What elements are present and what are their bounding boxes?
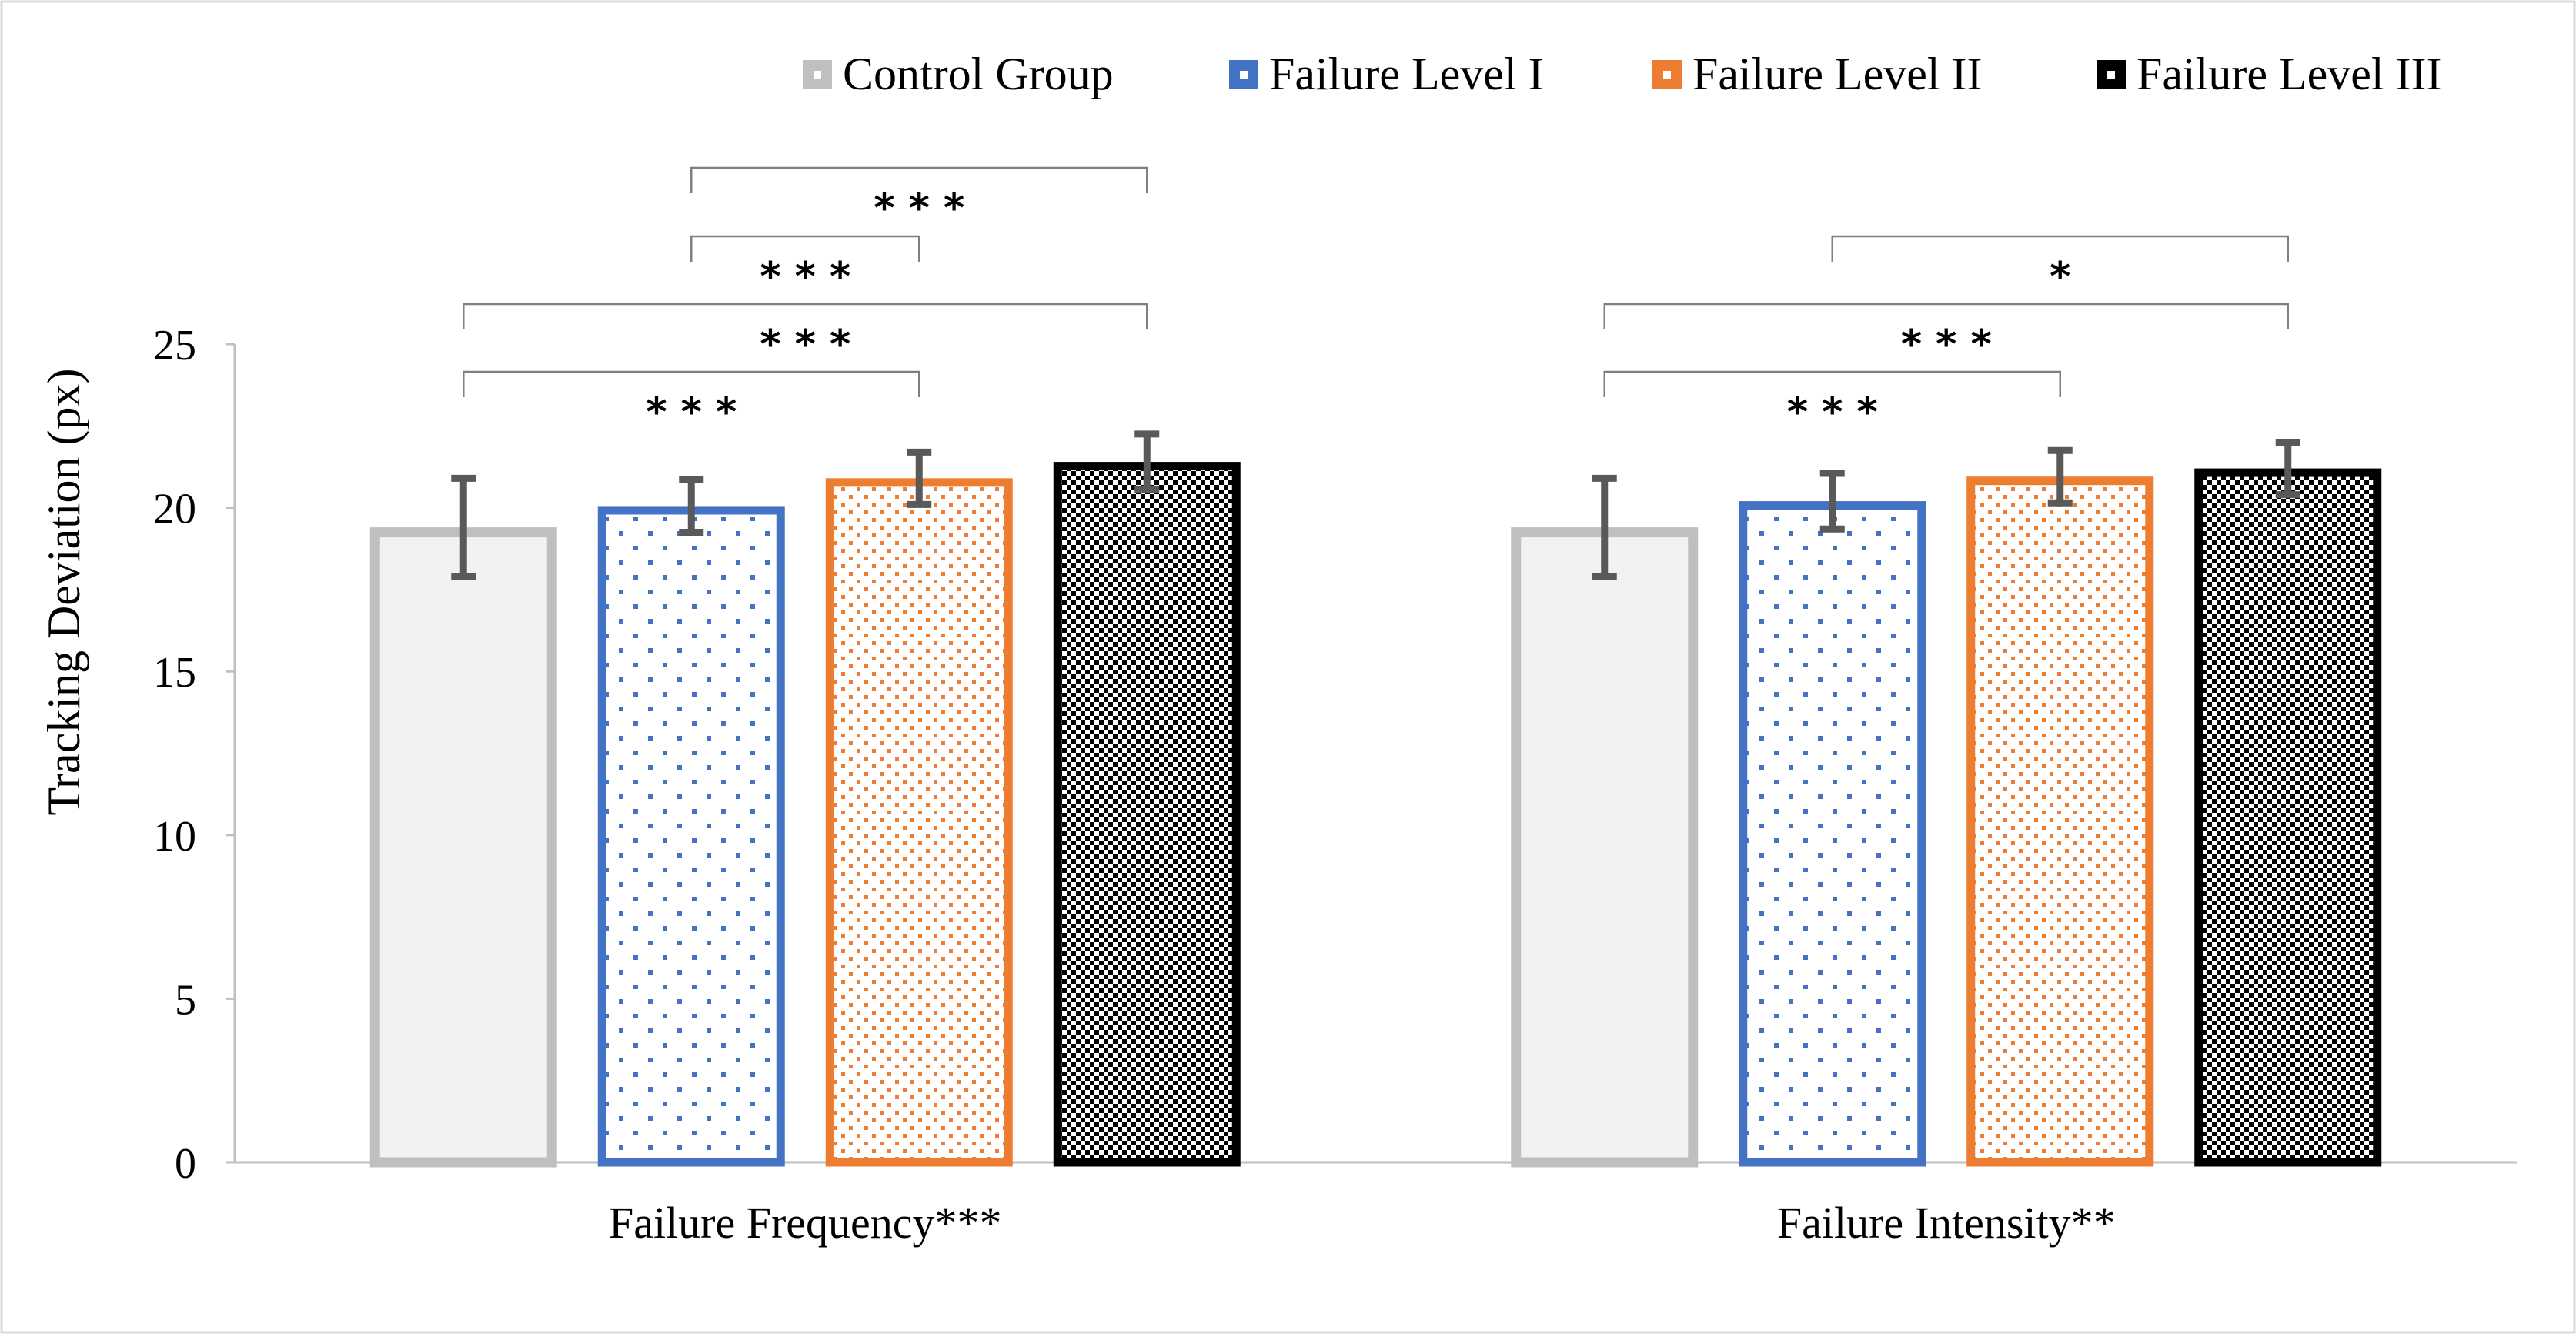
legend-label: Failure Level II <box>1692 48 1983 99</box>
significance-bracket <box>1603 303 2289 329</box>
y-tick-label: 20 <box>153 486 196 533</box>
bar <box>1739 501 1926 1167</box>
legend-swatch-inner <box>814 71 821 79</box>
bar <box>1053 462 1241 1167</box>
legend-swatch-inner <box>1663 71 1671 79</box>
significance-label: * * * <box>1901 322 1992 368</box>
significance-label: * * * <box>874 186 964 232</box>
bar <box>1511 527 1699 1168</box>
legend-label: Failure Level I <box>1269 48 1544 99</box>
error-bars-layer <box>451 430 2300 580</box>
significance-bracket <box>463 370 920 397</box>
legend-label: Control Group <box>843 48 1114 99</box>
legend: Control Group Failure Level I Failure Leve… <box>803 48 2441 99</box>
significance-brackets: * * * * * * * * * * * * * * * * * * * <box>463 166 2289 436</box>
legend-swatch-inner <box>1240 71 1248 79</box>
significance-label: * * * <box>760 322 850 368</box>
bars-layer <box>369 462 2382 1168</box>
y-axis-title: Tracking Deviation (px) <box>38 368 89 815</box>
significance-bracket <box>1603 370 2061 397</box>
y-tick-label: 5 <box>175 976 196 1024</box>
legend-label: Failure Level III <box>2137 48 2441 99</box>
y-tick-label: 15 <box>153 649 196 697</box>
bar <box>597 506 785 1167</box>
y-tick-label: 0 <box>175 1140 196 1188</box>
significance-label: * <box>2050 254 2070 300</box>
x-category-label: Failure Frequency*** <box>609 1198 1002 1248</box>
significance-label: * * * <box>760 254 850 300</box>
y-tick-label: 25 <box>153 322 196 369</box>
significance-bracket <box>690 235 920 262</box>
significance-label: * * * <box>1787 390 1878 436</box>
significance-bracket <box>690 166 1148 193</box>
significance-bracket <box>1831 235 2289 262</box>
bar <box>825 478 1013 1167</box>
y-tick-label: 10 <box>153 813 196 861</box>
significance-bracket <box>463 303 1148 329</box>
legend-swatch-inner <box>2107 71 2115 79</box>
bar <box>369 527 557 1168</box>
x-category-label: Failure Intensity** <box>1777 1198 2116 1248</box>
bar <box>1966 476 2154 1167</box>
significance-label: * * * <box>646 390 737 436</box>
bar <box>2194 468 2382 1167</box>
